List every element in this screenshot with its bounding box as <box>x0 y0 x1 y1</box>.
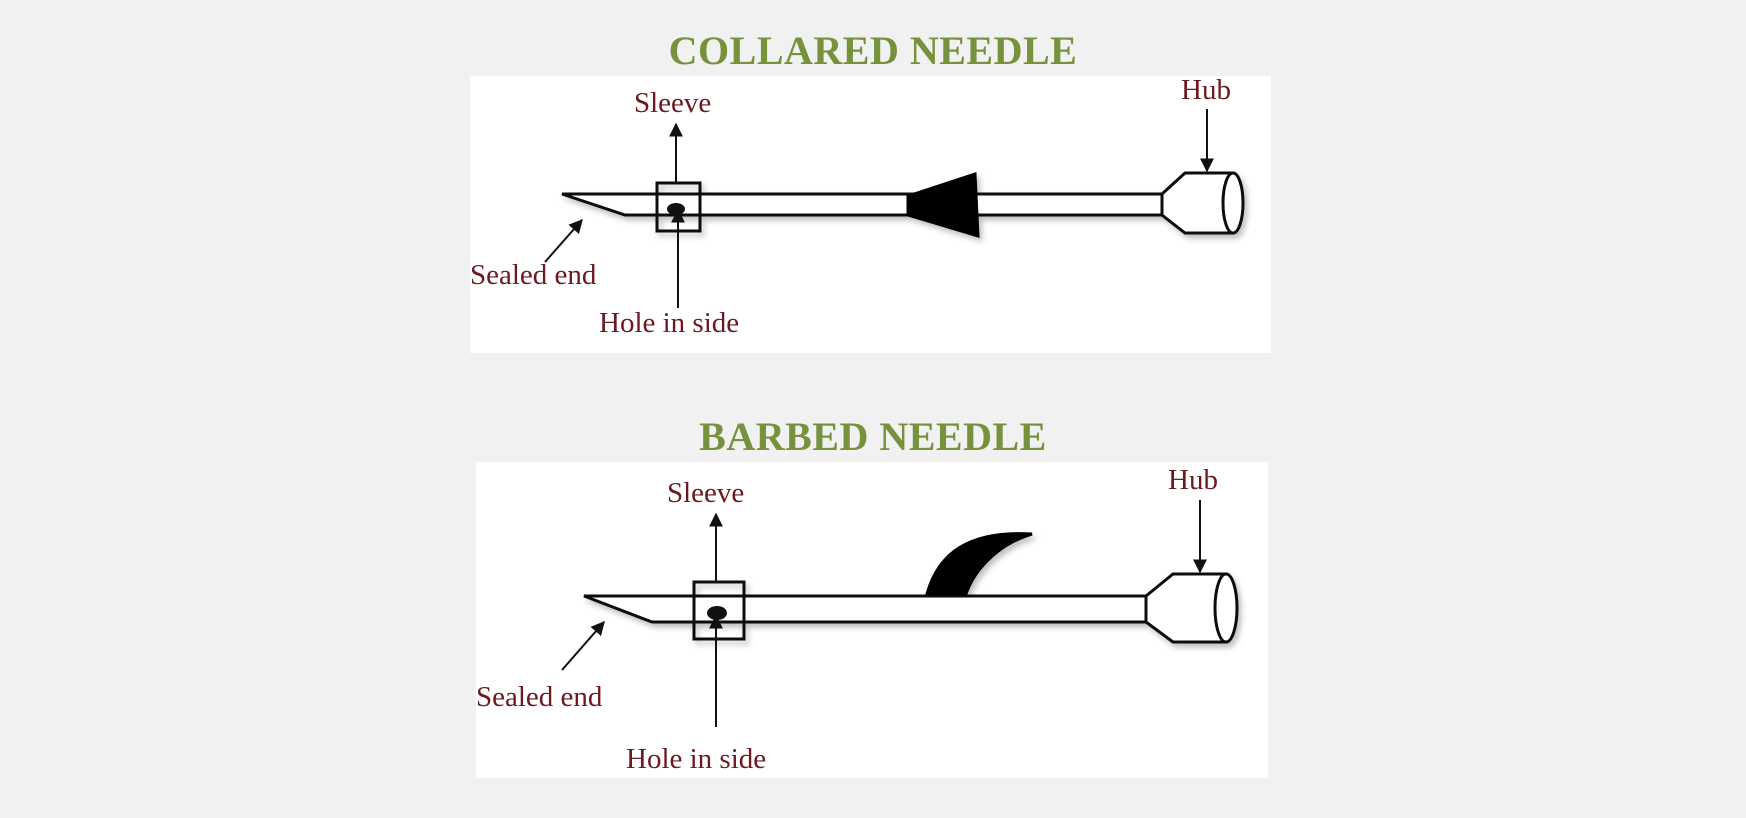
barbed-needle-title: BARBED NEEDLE <box>699 414 1047 459</box>
label-sealed-end: Sealed end <box>476 681 603 713</box>
collared-needle-svg: Sleeve Hub Sealed end Hole in side <box>470 76 1245 339</box>
barbed-needle-diagram: Sleeve Hub Sealed end Hole in side <box>476 462 1268 778</box>
side-hole <box>667 203 685 215</box>
needle-shaft <box>583 594 1148 624</box>
collar-shape <box>906 171 980 239</box>
collared-needle-title: COLLARED NEEDLE <box>668 28 1078 73</box>
sleeve-box <box>692 580 746 641</box>
label-sleeve: Sleeve <box>634 87 711 119</box>
label-hole-in-side: Hole in side <box>626 743 766 775</box>
label-sealed-end: Sealed end <box>470 259 597 291</box>
label-hole-in-side: Hole in side <box>599 307 739 339</box>
collared-needle-diagram: Sleeve Hub Sealed end Hole in side <box>470 76 1271 353</box>
label-hub: Hub <box>1181 76 1231 106</box>
barbed-needle-svg: Sleeve Hub Sealed end Hole in side <box>476 464 1239 775</box>
label-sleeve: Sleeve <box>667 477 744 509</box>
label-hub: Hub <box>1168 464 1218 496</box>
barb-shape <box>925 532 1033 596</box>
needle-shaft <box>561 192 1164 217</box>
